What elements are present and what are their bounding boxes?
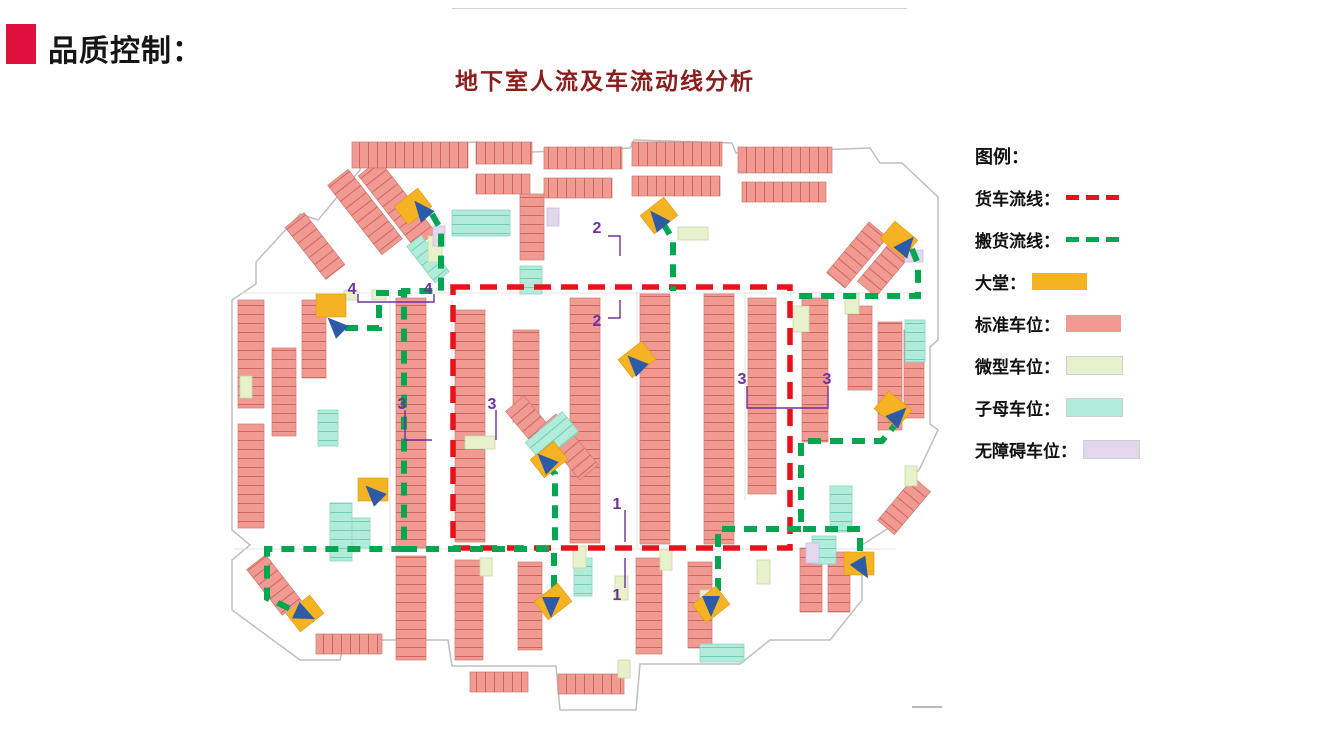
flow-arrow-icon: [702, 596, 720, 617]
flow-arrow-icon: [885, 407, 907, 429]
lobby-swatch: [1032, 273, 1087, 290]
legend-item-truck-route: 货车流线：: [975, 185, 1200, 210]
page-title: 地下室人流及车流动线分析: [455, 68, 755, 94]
marker-bracket: [404, 410, 432, 441]
legend-item-move-route: 搬货流线：: [975, 227, 1200, 252]
micro-space-swatch: [1066, 356, 1123, 375]
flow-arrow-icon: [292, 602, 315, 620]
marker-label: 3: [823, 371, 832, 388]
marker-label: 3: [398, 396, 407, 413]
truck-route-swatch: [1066, 195, 1119, 200]
legend-item-lobby: 大堂：: [975, 269, 1200, 294]
marker-bracket: [746, 386, 829, 409]
marker-bracket: [608, 235, 621, 256]
marker-label: 4: [424, 281, 433, 298]
marker-label: 3: [738, 371, 747, 388]
legend-items: 货车流线： 搬货流线： 大堂： 标准车位： 微型车位： 子母车位： 无障碍车位：: [975, 185, 1200, 462]
marker-label: 4: [348, 281, 357, 298]
legend-item-standard-space: 标准车位：: [975, 311, 1200, 336]
flow-arrow-icon: [365, 485, 387, 507]
family-space-swatch: [1066, 398, 1123, 417]
legend: 图例： 货车流线： 搬货流线： 大堂： 标准车位： 微型车位： 子母车位： 无障碍车位：: [975, 143, 1200, 479]
lobby-block: [315, 293, 347, 318]
flow-arrow-icon: [893, 236, 914, 259]
legend-label: 货车流线：: [975, 190, 1060, 209]
flow-arrow-icon: [542, 597, 560, 618]
marker-label: 1: [613, 587, 622, 604]
flow-arrow-icon: [627, 355, 649, 377]
standard-space-swatch: [1066, 315, 1121, 332]
legend-label: 搬货流线：: [975, 232, 1060, 251]
flow-arrow-icon: [650, 210, 671, 233]
move-route-swatch: [1066, 237, 1119, 242]
legend-label: 大堂：: [975, 274, 1026, 293]
cropped-drawing-edge: [452, 4, 907, 9]
legend-label: 标准车位：: [975, 316, 1060, 335]
legend-label: 子母车位：: [975, 400, 1060, 419]
legend-label: 微型车位：: [975, 358, 1060, 377]
scale-mark: [912, 706, 942, 708]
legend-title: 图例：: [975, 147, 1029, 167]
section-label: 品质控制：: [48, 35, 203, 68]
marker-label: 3: [488, 396, 497, 413]
marker-labels: 2 2 4 4 3 3 3 3 1 1: [348, 220, 832, 604]
legend-label: 无障碍车位：: [975, 442, 1077, 461]
marker-label: 2: [593, 313, 602, 330]
moving-route-lines: [264, 212, 921, 619]
legend-item-micro-space: 微型车位：: [975, 353, 1200, 378]
marker-label: 2: [593, 220, 602, 237]
marker-label: 1: [613, 496, 622, 513]
legend-item-accessible-space: 无障碍车位：: [975, 437, 1200, 462]
flow-arrow-icon: [537, 453, 559, 475]
accessible-space-swatch: [1083, 440, 1140, 459]
flow-arrow-icons: [292, 200, 914, 620]
flow-arrow-icon: [414, 200, 435, 223]
legend-item-family-space: 子母车位：: [975, 395, 1200, 420]
flow-arrow-icon: [327, 317, 349, 339]
lobby-block: [873, 390, 913, 429]
marker-bracket: [608, 300, 621, 319]
flow-arrow-icon: [849, 555, 868, 579]
accent-square: [6, 24, 36, 64]
floor-plan: 2 2 4 4 3 3 3 3 1 1: [231, 139, 939, 711]
marker-bracket: [357, 294, 435, 303]
truck-route-line: [450, 284, 793, 551]
